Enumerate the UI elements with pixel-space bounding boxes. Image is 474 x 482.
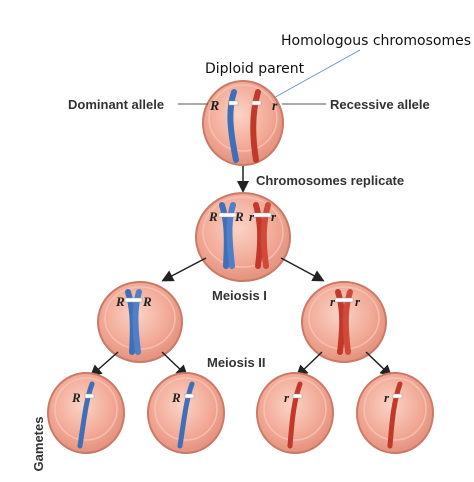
arrow-meiosis1-right xyxy=(280,257,325,282)
replicated-dominant-chromatid-a xyxy=(219,202,230,269)
gamete-cell-4 xyxy=(356,372,434,454)
meiosis1-left-allele-1: R xyxy=(115,294,125,309)
gamete-cell-2 xyxy=(147,372,225,454)
homologous-chromosomes-label: Homologous chromosomes xyxy=(281,33,471,49)
gametes-label: Gametes xyxy=(31,417,46,472)
meiosis1-right-allele-2: r xyxy=(355,294,361,309)
arrow-meiosis2-2 xyxy=(161,351,189,378)
replicated-allele-dominant-1: R xyxy=(208,209,218,224)
meiosis-1-label: Meiosis I xyxy=(212,288,267,303)
meiosis-2-label: Meiosis II xyxy=(207,355,266,370)
meiosis1-right-allele-1: r xyxy=(330,294,336,309)
arrow-meiosis2-3 xyxy=(295,351,323,378)
meiosis1-left-cell xyxy=(97,281,183,363)
replicated-allele-recessive-1: r xyxy=(249,209,255,224)
chromosomes-replicate-label: Chromosomes replicate xyxy=(256,173,404,188)
homologous-callout-line xyxy=(269,49,361,101)
dominant-allele-label: Dominant allele xyxy=(68,97,164,112)
replicated-allele-recessive-2: r xyxy=(271,209,277,224)
parent-allele-recessive: r xyxy=(272,99,278,114)
parent-dominant-chromosome xyxy=(227,89,239,163)
parent-allele-dominant: R xyxy=(209,99,219,114)
replicated-recessive-chromatid-b xyxy=(260,202,271,269)
meiosis1-left-allele-2: R xyxy=(142,294,152,309)
parent-cell xyxy=(202,80,284,166)
gamete-2-allele: R xyxy=(171,390,181,405)
parent-recessive-chromosome xyxy=(250,89,261,163)
replicated-dominant-chromatid-b xyxy=(226,202,236,269)
replicated-recessive-chromatid-a xyxy=(253,202,264,269)
replicated-cell xyxy=(195,192,291,282)
gamete-cell-3 xyxy=(256,372,334,454)
arrow-meiosis2-4 xyxy=(365,351,393,378)
replicated-allele-dominant-2: R xyxy=(234,209,244,224)
arrow-meiosis2-1 xyxy=(89,351,119,377)
meiosis1-right-cell xyxy=(301,281,387,363)
diploid-parent-label: Diploid parent xyxy=(205,61,305,77)
gamete-4-allele: r xyxy=(384,390,390,405)
arrow-meiosis1-left xyxy=(161,257,207,282)
gamete-1-allele: R xyxy=(71,390,81,405)
gamete-cell-1 xyxy=(47,372,125,454)
gamete-3-allele: r xyxy=(284,390,290,405)
recessive-allele-label: Recessive allele xyxy=(330,97,430,112)
